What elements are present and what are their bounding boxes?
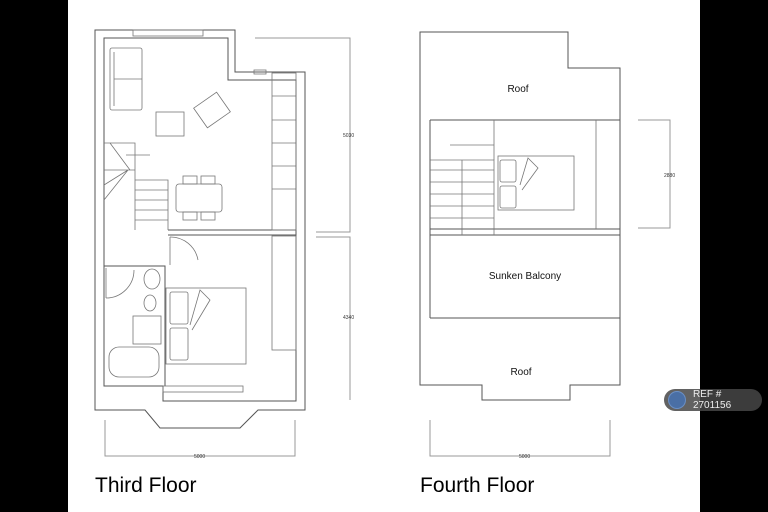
fourth-floor-plan bbox=[419, 31, 671, 457]
room-label-sunken-balcony: Sunken Balcony bbox=[489, 271, 561, 282]
reference-badge: REF # 2701156 bbox=[664, 389, 762, 411]
dim-fourth-depth: 2880 bbox=[664, 173, 675, 179]
room-label-roof-bottom: Roof bbox=[510, 367, 531, 378]
third-floor-plan bbox=[94, 29, 351, 457]
dim-upper-depth: 5030 bbox=[343, 133, 354, 139]
dim-third-width: 5000 bbox=[194, 454, 205, 460]
camera-icon bbox=[668, 391, 686, 409]
dim-fourth-width: 5000 bbox=[519, 454, 530, 460]
fourth-floor-title: Fourth Floor bbox=[420, 474, 535, 497]
reference-number: REF # 2701156 bbox=[692, 389, 732, 411]
floor-plan-sheet bbox=[68, 0, 700, 512]
dim-lower-depth: 4340 bbox=[343, 315, 354, 321]
third-floor-title: Third Floor bbox=[95, 474, 197, 497]
room-label-roof-top: Roof bbox=[507, 84, 528, 95]
